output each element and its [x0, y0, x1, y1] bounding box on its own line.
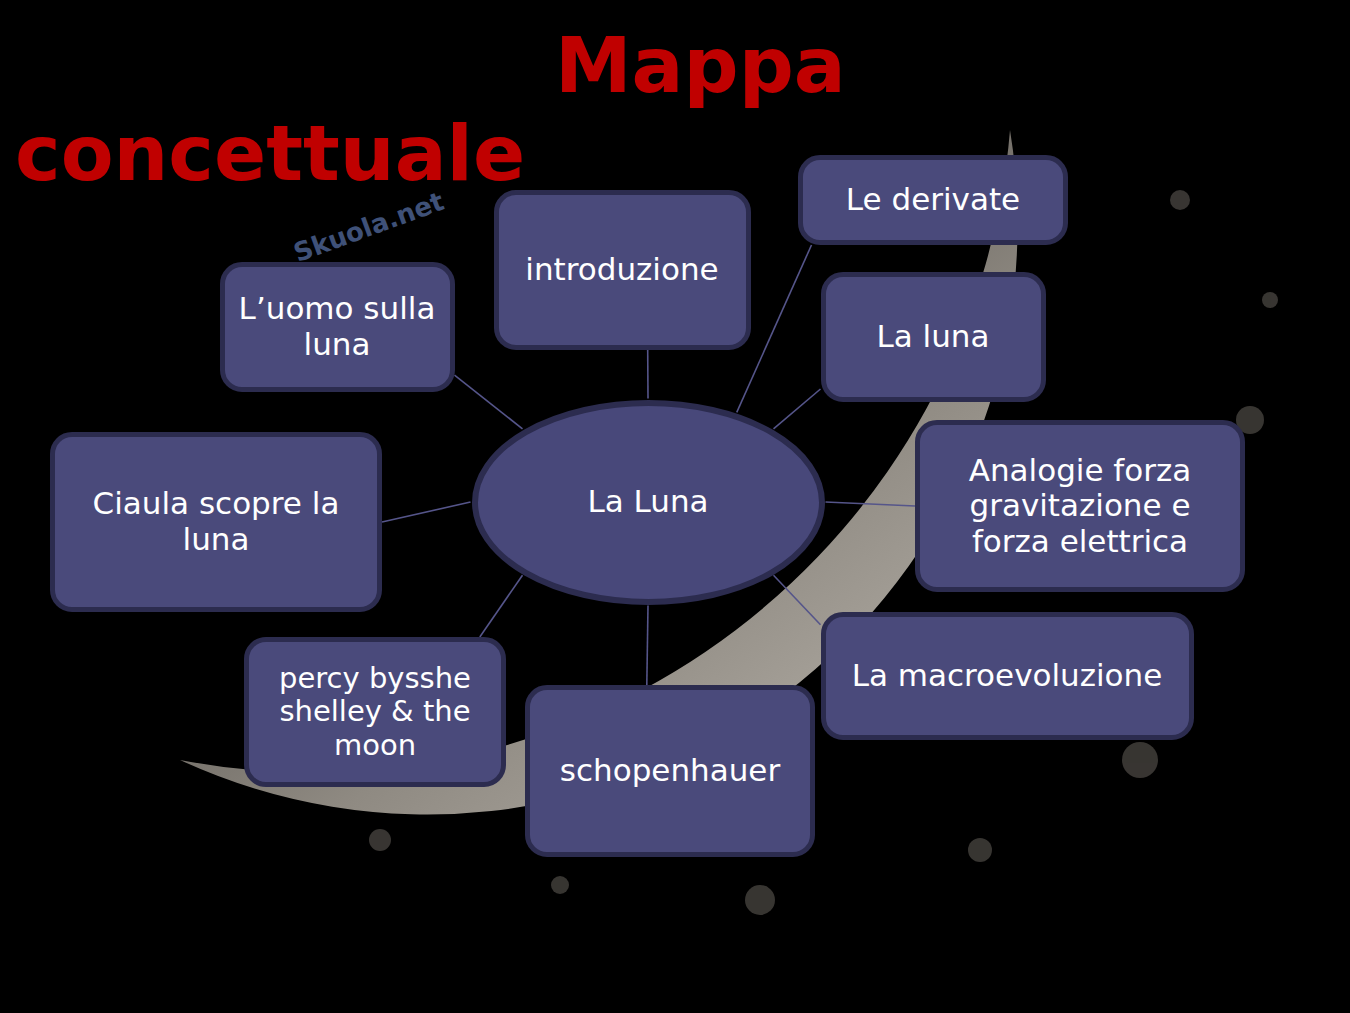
text-holder: La macroevoluzione [840, 658, 1175, 694]
node-label: Ciaula scopre la luna [67, 486, 365, 557]
text-holder: schopenhauer [548, 753, 792, 789]
node-label: percy bysshe shelley & the moon [261, 662, 489, 762]
connector-line [774, 389, 821, 429]
central-ellipse: La Luna [471, 399, 826, 606]
connector-line [647, 350, 649, 399]
connector-line [455, 375, 523, 429]
node-label: Le derivate [846, 182, 1020, 218]
topic-box: La luna [821, 272, 1046, 402]
topic-box: La macroevoluzione [821, 612, 1194, 740]
text-holder: La luna [864, 319, 1001, 355]
topic-box: Le derivate [798, 155, 1068, 245]
text-holder: Le derivate [834, 182, 1032, 218]
text-holder: La Luna [547, 484, 748, 520]
connector-line [382, 502, 471, 522]
text-holder: Analogie forza gravitazione e forza elet… [920, 453, 1240, 560]
topic-box: Ciaula scopre la luna [50, 432, 382, 612]
connector-line [826, 502, 916, 506]
node-label: Analogie forza gravitazione e forza elet… [932, 453, 1228, 560]
node-label: introduzione [525, 252, 718, 288]
text-holder: Ciaula scopre la luna [55, 486, 377, 557]
topic-box: introduzione [494, 190, 751, 350]
topic-box: schopenhauer [525, 685, 815, 857]
node-label: La luna [876, 319, 989, 355]
topic-box: L’uomo sulla luna [220, 262, 455, 392]
connector-line [480, 575, 523, 637]
connector-line [774, 575, 821, 625]
text-holder: percy bysshe shelley & the moon [249, 662, 501, 762]
text-holder: L’uomo sulla luna [225, 291, 450, 362]
text-holder: introduzione [513, 252, 730, 288]
node-label: La macroevoluzione [852, 658, 1163, 694]
diagram-title: Mappa concettuale [15, 22, 875, 198]
connector-line [647, 606, 648, 686]
node-label: L’uomo sulla luna [237, 291, 438, 362]
node-label: La Luna [587, 484, 708, 520]
topic-box: percy bysshe shelley & the moon [244, 637, 506, 787]
node-label: schopenhauer [560, 753, 780, 789]
topic-box: Analogie forza gravitazione e forza elet… [915, 420, 1245, 592]
